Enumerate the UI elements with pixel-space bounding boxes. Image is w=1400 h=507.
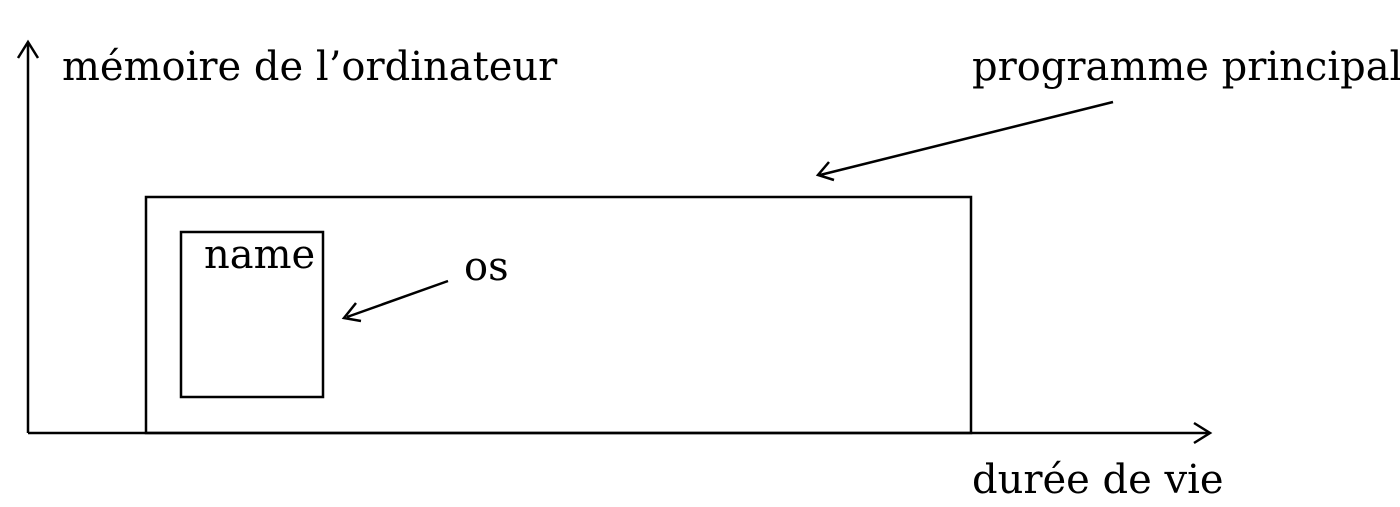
os-label: os (464, 244, 509, 290)
os-arrow (341, 279, 449, 323)
y-axis-label: mémoire de l’ordinateur (62, 44, 558, 90)
x-axis-label: durée de vie (972, 457, 1224, 503)
os-block (179, 230, 325, 399)
main-program-block (144, 195, 973, 435)
main-program-arrow (815, 100, 1114, 182)
y-axis (16, 39, 40, 433)
os-block-name: name (204, 232, 315, 278)
main-program-label: programme principal (972, 44, 1400, 90)
